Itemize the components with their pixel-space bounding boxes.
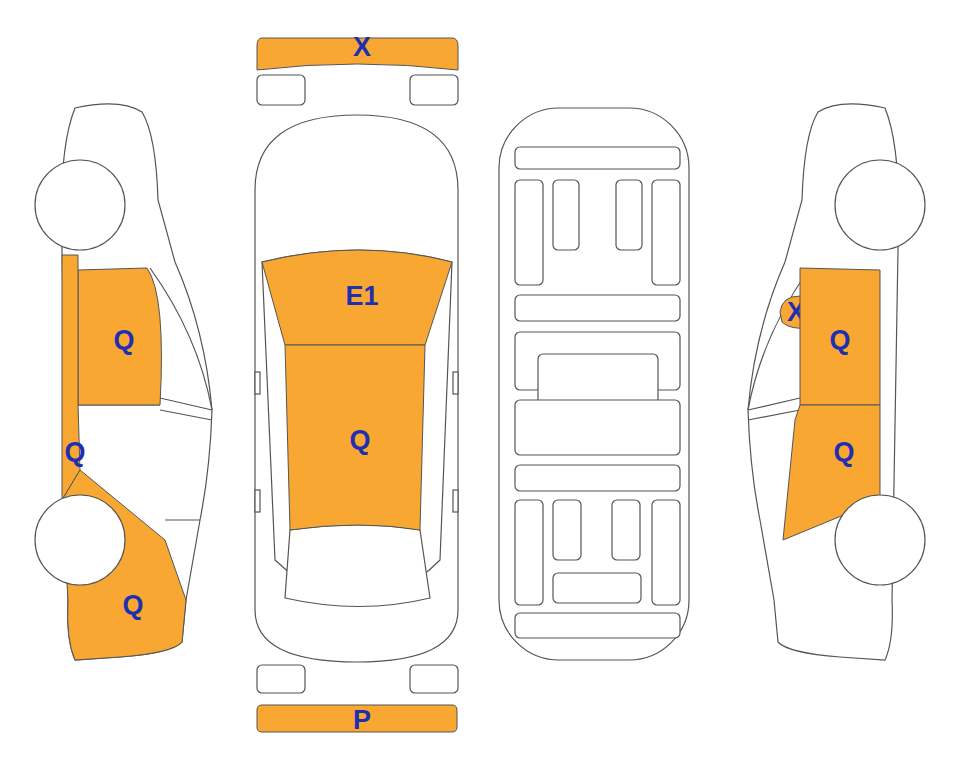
damage-code: E1	[345, 283, 378, 310]
damage-code: X	[353, 34, 371, 61]
damage-code: Q	[829, 327, 850, 354]
damage-fill	[285, 345, 425, 530]
side-view	[748, 104, 925, 660]
windshield-panel: E1	[260, 238, 455, 348]
front-door-panel: Q	[76, 266, 168, 408]
side-view	[35, 104, 212, 660]
panel-shape	[60, 465, 190, 662]
rear-bumper: P	[255, 703, 460, 735]
damage-fill	[800, 268, 880, 405]
damage-fill	[262, 250, 452, 345]
damage-code: Q	[349, 427, 370, 454]
wheel	[835, 495, 925, 585]
front-bumper: X	[255, 36, 460, 72]
damage-code: P	[353, 707, 371, 734]
roof-panel: Q	[283, 343, 428, 535]
sill-panel: Q	[60, 252, 92, 502]
damage-code: Q	[122, 592, 143, 619]
panel-shape	[780, 403, 882, 543]
top-view	[255, 75, 458, 693]
damage-code: Q	[833, 439, 854, 466]
damage-fill	[78, 268, 161, 405]
damage-code: Q	[113, 327, 134, 354]
rear-fender-panel: Q	[60, 465, 190, 662]
rear-door-panel: Q	[780, 403, 882, 543]
front-door-panel: Q	[790, 266, 882, 408]
damage-code: Q	[64, 439, 85, 466]
underbody-view	[499, 108, 689, 660]
wheel	[35, 495, 125, 585]
